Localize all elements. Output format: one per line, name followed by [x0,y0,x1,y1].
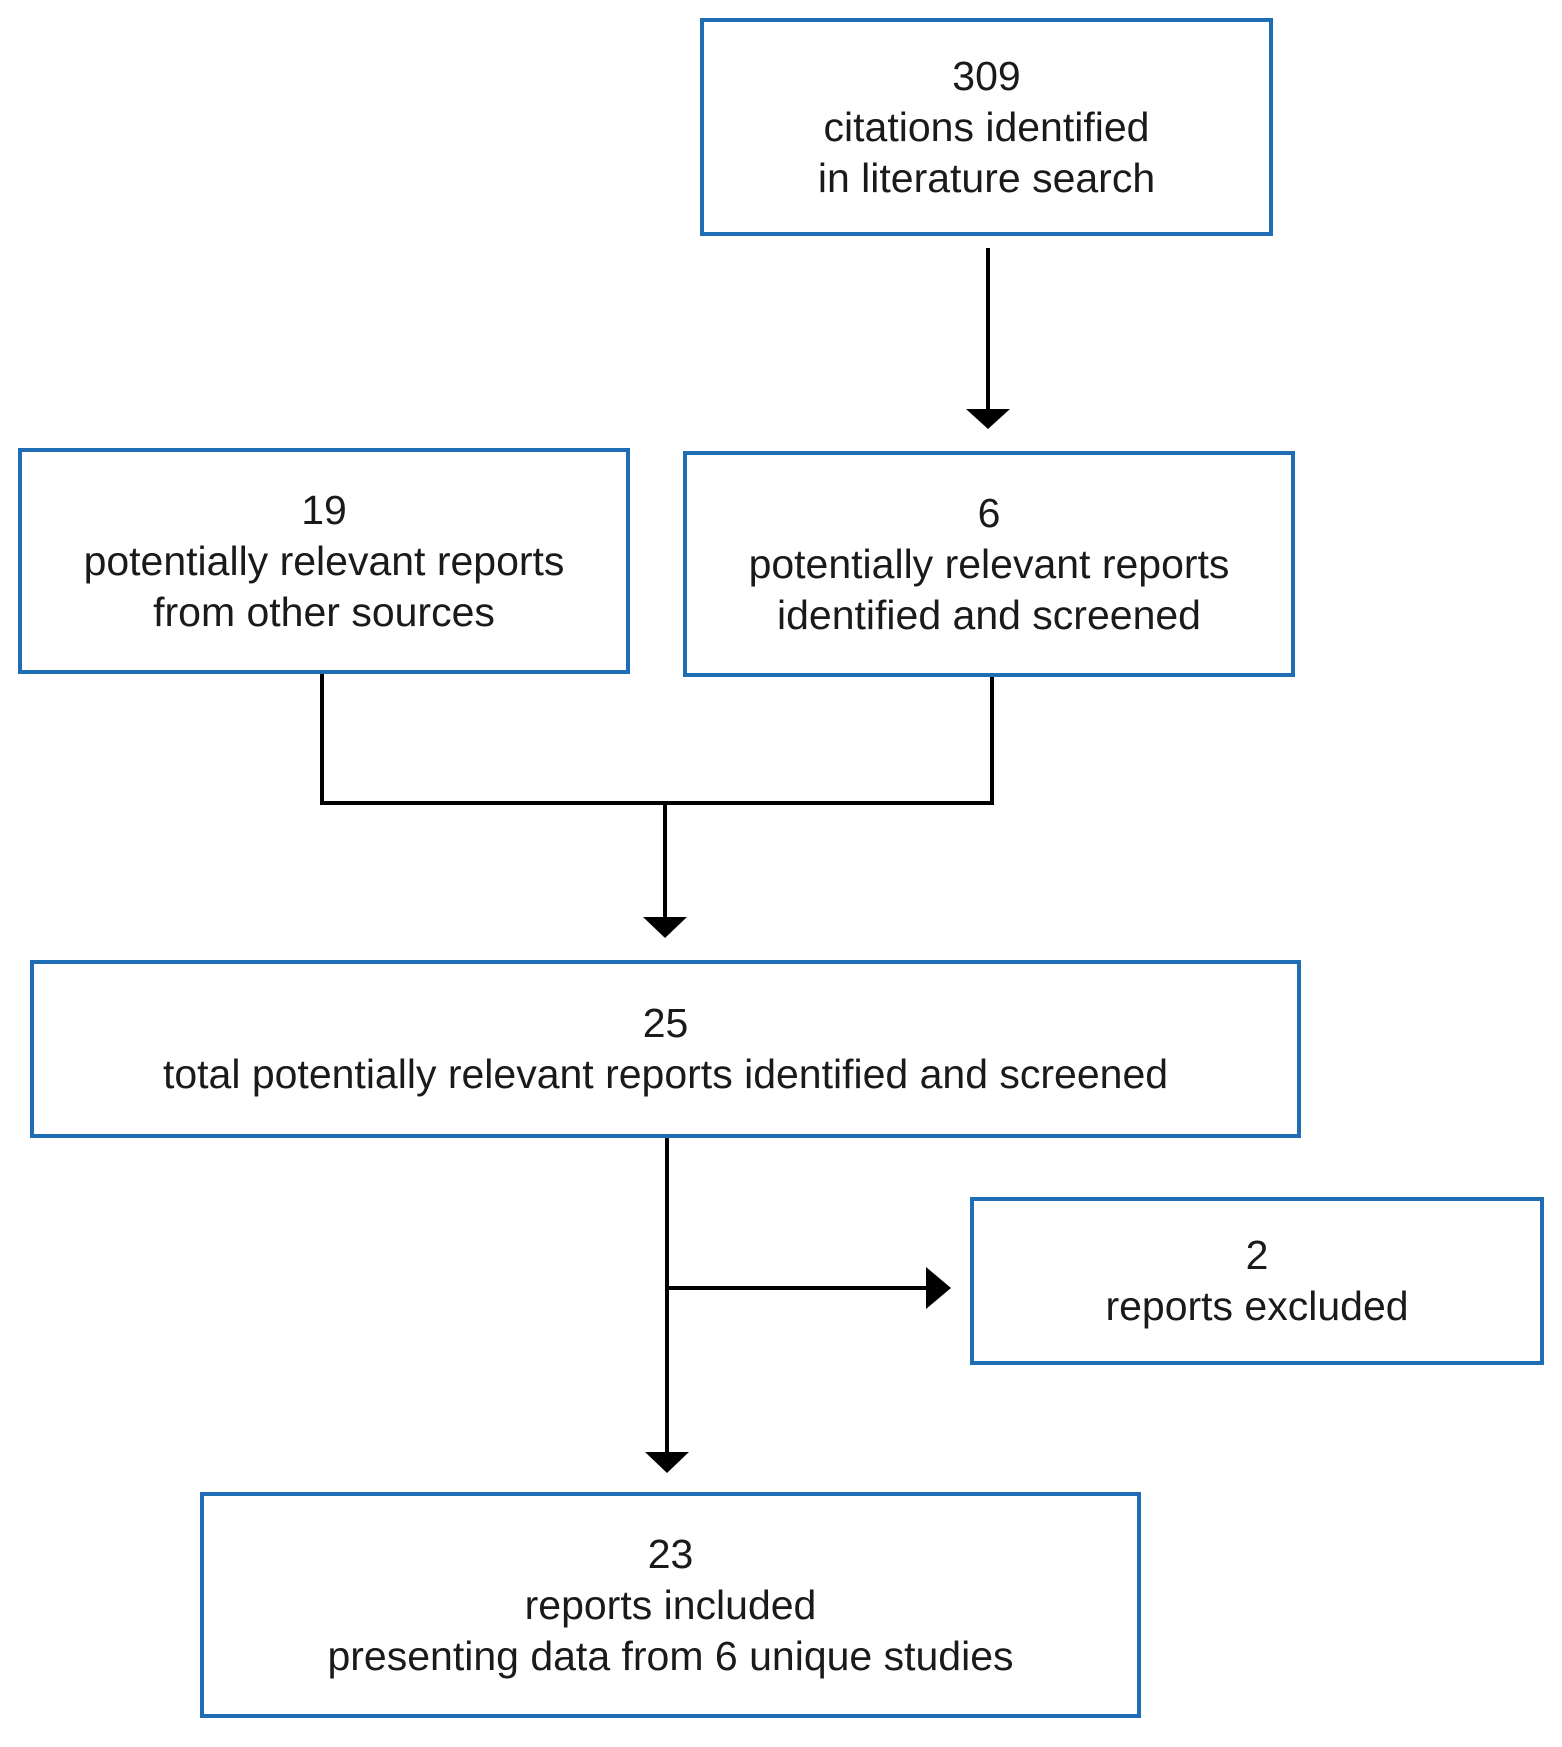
literature-line2: in literature search [817,154,1156,201]
arrowhead-to-included [645,1452,689,1473]
screened-line2: identified and screened [777,591,1201,638]
included-line1: reports included [524,1581,817,1628]
screened-count: 6 [977,489,1001,536]
connector-merge-bracket [320,673,994,805]
included-line2: presenting data from 6 unique studies [327,1632,1014,1679]
box-reports-excluded: 2 reports excluded [970,1197,1544,1365]
excluded-line1: reports excluded [1105,1283,1409,1329]
other-sources-line1: potentially relevant reports [83,537,565,584]
literature-count: 309 [952,52,1021,99]
arrowhead-to-total [643,917,687,938]
total-count: 25 [642,1000,689,1046]
arrowhead-to-excluded [926,1267,951,1309]
literature-line1: citations identified [823,103,1150,150]
other-sources-line2: from other sources [153,588,495,635]
other-sources-count: 19 [301,486,347,533]
screened-line1: potentially relevant reports [748,540,1230,587]
box-literature-search: 309 citations identified in literature s… [700,18,1273,236]
box-reports-included: 23 reports included presenting data from… [200,1492,1141,1718]
excluded-count: 2 [1245,1232,1269,1278]
total-line1: total potentially relevant reports ident… [162,1051,1169,1097]
arrowhead-to-screened [966,409,1010,429]
box-total-screened: 25 total potentially relevant reports id… [30,960,1301,1138]
box-other-sources: 19 potentially relevant reports from oth… [18,448,630,674]
included-count: 23 [647,1530,694,1577]
box-identified-screened: 6 potentially relevant reports identifie… [683,451,1295,677]
